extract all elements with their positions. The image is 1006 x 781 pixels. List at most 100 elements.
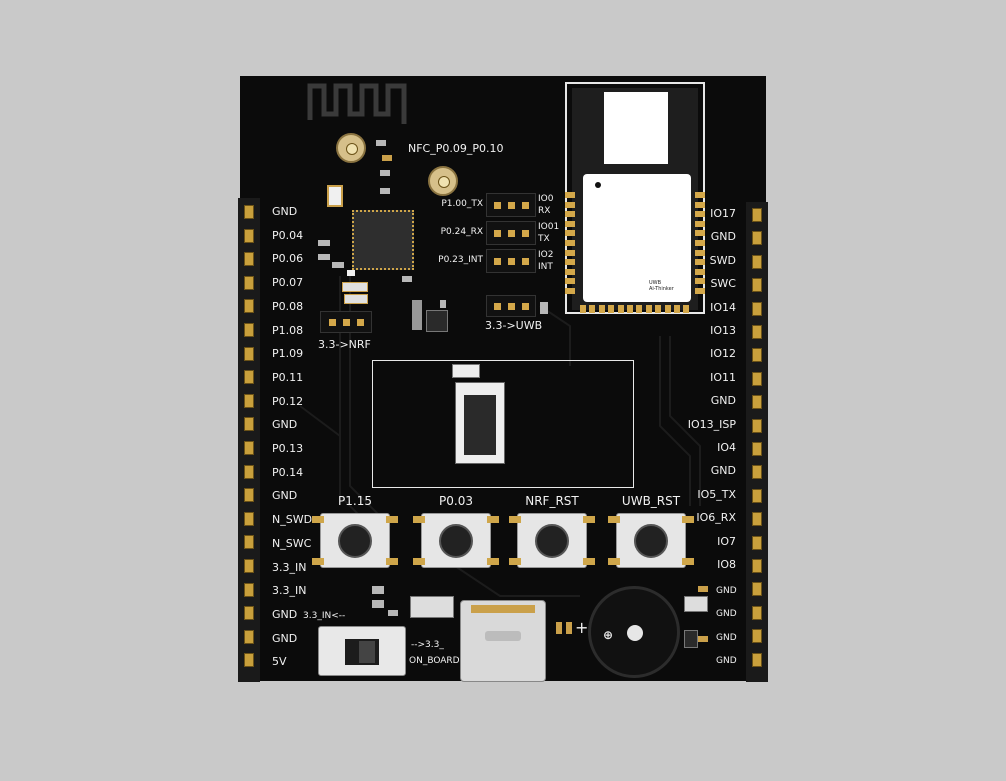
left-pin-label: P1.08	[272, 323, 304, 337]
module-pad	[565, 220, 575, 227]
jumper-2[interactable]	[486, 221, 536, 245]
jumper-pin	[508, 230, 515, 237]
button-leg	[487, 558, 499, 565]
jumper-uwb-label: 3.3->UWB	[485, 319, 543, 332]
jumper-nrf-power[interactable]	[320, 311, 372, 333]
right-pin-label: SWC	[710, 277, 736, 291]
button-p1-15[interactable]	[320, 513, 390, 568]
module-pad	[627, 305, 633, 313]
buzzer-plus-label: +	[575, 618, 589, 637]
module-pad	[655, 305, 662, 313]
jumper-right-label: IO2	[538, 250, 554, 260]
button-cap[interactable]	[634, 524, 668, 558]
uwb-module-outline	[565, 82, 705, 314]
led-component	[684, 630, 698, 648]
left-pin-label: P1.09	[272, 347, 304, 361]
button-cap[interactable]	[535, 524, 569, 558]
fpc-connector	[455, 382, 505, 464]
header-pin	[752, 371, 762, 386]
header-pin	[244, 488, 254, 503]
smd-part	[342, 282, 368, 292]
module-pad	[664, 305, 671, 313]
right-pin-label: GND	[710, 394, 736, 408]
button-leg	[682, 516, 694, 523]
jumper-pin	[494, 258, 501, 265]
usb-c-connector[interactable]	[460, 600, 546, 682]
button-uwb-rst[interactable]	[616, 513, 686, 568]
regulator	[426, 310, 448, 332]
right-pin-label: IO13_ISP	[687, 417, 736, 431]
button-nrf-rst[interactable]	[517, 513, 587, 568]
jumper-1[interactable]	[486, 193, 536, 217]
left-pin-label: P0.13	[272, 442, 304, 455]
smd-part	[388, 610, 398, 616]
button-label: P1.15	[338, 494, 372, 508]
button-leg	[682, 558, 694, 565]
smd-part	[440, 300, 446, 308]
smd-part	[556, 622, 562, 634]
power-slide-switch[interactable]	[318, 626, 406, 676]
crystal	[327, 185, 343, 207]
module-pad	[695, 220, 705, 227]
jumper-3[interactable]	[486, 249, 536, 273]
module-pad	[695, 192, 705, 198]
led-component	[684, 596, 708, 612]
smd-part	[380, 188, 390, 194]
jumper-right-label: INT	[538, 262, 553, 272]
module-pad	[589, 305, 596, 313]
right-gnd-label: GND	[716, 655, 737, 666]
jumper-right-label: RX	[538, 206, 551, 216]
module-pad	[617, 305, 624, 313]
right-gnd-label: GND	[716, 586, 737, 596]
ufl-connector-1	[336, 133, 366, 163]
right-pin-label: SWD	[709, 253, 736, 267]
left-pin-label: N_SWC	[272, 536, 312, 550]
header-pin	[752, 395, 762, 410]
button-leg	[413, 558, 425, 565]
header-pin	[244, 393, 254, 408]
module-pad	[674, 305, 680, 313]
nfc-label: NFC_P0.09_P0.10	[408, 142, 504, 155]
header-pin	[752, 418, 762, 433]
jumper-left-label: P1.00_TX	[441, 199, 483, 209]
header-pin	[244, 205, 254, 219]
module-pad	[565, 240, 575, 246]
right-pin-label: GND	[710, 230, 736, 244]
left-pin-label: GND	[272, 607, 298, 621]
button-leg	[386, 516, 398, 523]
module-pad	[695, 259, 705, 266]
jumper-uwb-power[interactable]	[486, 295, 536, 317]
button-leg	[413, 516, 425, 523]
header-pin	[244, 252, 254, 267]
switch-right-label: -->3.3_	[411, 640, 444, 650]
module-pad	[565, 192, 575, 198]
left-pin-label: 3.3_IN	[272, 560, 307, 574]
module-pad	[580, 305, 586, 313]
button-cap[interactable]	[338, 524, 372, 558]
module-pad	[636, 305, 643, 313]
jumper-pin	[522, 258, 529, 265]
header-pin	[244, 417, 254, 432]
module-pad	[695, 230, 705, 237]
button-cap[interactable]	[439, 524, 473, 558]
switch-knob[interactable]	[359, 641, 375, 663]
header-pin	[244, 629, 254, 644]
switch-left-label: 3.3_IN<--	[303, 611, 346, 621]
left-pin-header	[238, 198, 260, 682]
led	[347, 270, 355, 276]
button-label: UWB_RST	[621, 494, 681, 508]
left-pin-label: P0.12	[272, 394, 304, 408]
nrf-chip	[352, 210, 414, 270]
module-pad	[695, 278, 705, 285]
left-pin-label: P0.06	[272, 252, 304, 266]
left-pin-label: P0.14	[272, 465, 304, 479]
jumper-right-label: IO01	[538, 222, 560, 232]
right-pin-label: IO5_TX	[697, 487, 736, 501]
jumper-pin	[508, 258, 515, 265]
left-pin-label: GND	[272, 205, 298, 218]
left-pin-label: 3.3_IN	[272, 584, 307, 598]
header-pin	[244, 275, 254, 290]
button-p0-03[interactable]	[421, 513, 491, 568]
